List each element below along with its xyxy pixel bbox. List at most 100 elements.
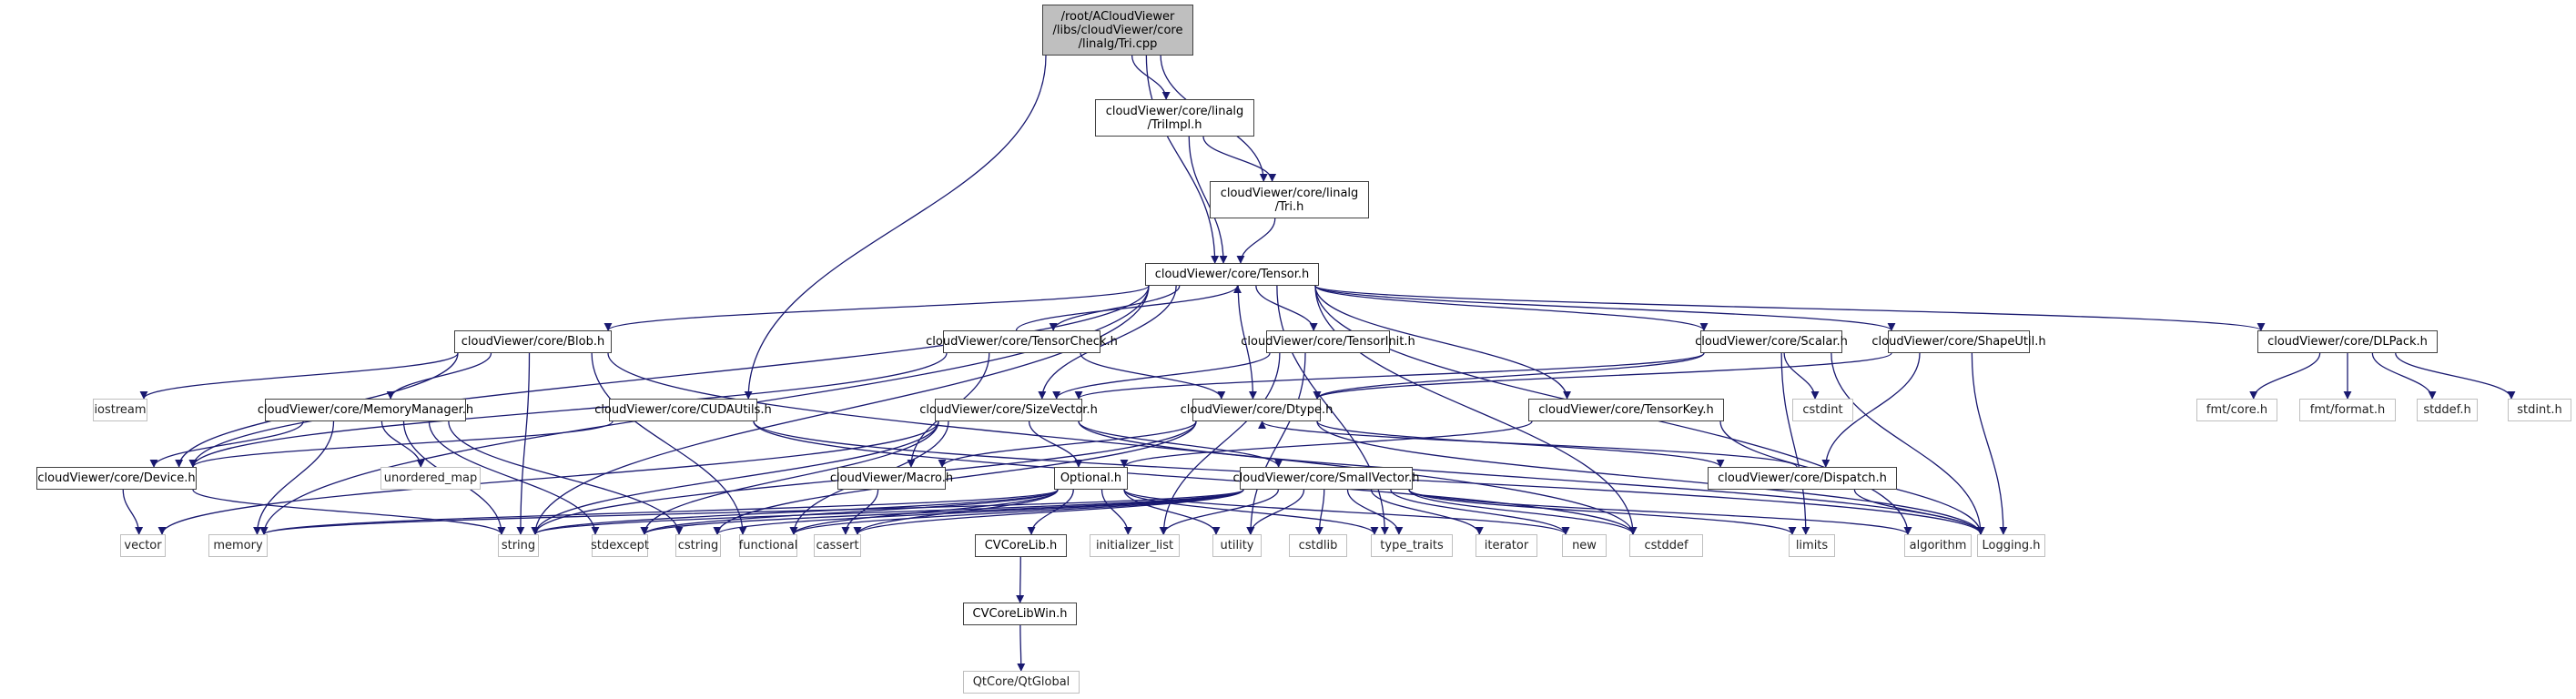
node-shapeutil-h[interactable]: cloudViewer/core/ShapeUtil.h bbox=[1871, 330, 2046, 353]
node-label: QtCore/QtGlobal bbox=[972, 675, 1070, 689]
edge-size_vector-to-stdexcept bbox=[640, 420, 939, 535]
node-label: stddef.h bbox=[2423, 403, 2471, 417]
node-dispatch-h[interactable]: cloudViewer/core/Dispatch.h bbox=[1708, 467, 1897, 490]
edge-device-to-string bbox=[192, 489, 506, 535]
node-label: iterator bbox=[1484, 539, 1529, 552]
node-optional-h[interactable]: Optional.h bbox=[1054, 467, 1128, 490]
node-cvcorelib-h[interactable]: CVCoreLib.h bbox=[975, 534, 1067, 557]
edge-cuda_utils-to-device bbox=[188, 420, 614, 468]
node-stdint-h: stdint.h bbox=[2508, 399, 2571, 421]
node-label: cloudViewer/core/Scalar.h bbox=[1695, 335, 1848, 349]
edge-blob-to-memory_manager bbox=[386, 352, 492, 400]
edge-small_vector-to-new bbox=[1390, 489, 1570, 535]
node-label: limits bbox=[1795, 539, 1829, 552]
node-unordered-map: unordered_map bbox=[380, 467, 481, 490]
node-utility: utility bbox=[1212, 534, 1262, 557]
node-label: iostream bbox=[94, 403, 147, 417]
edge-tensor-to-cstddef bbox=[1314, 285, 1638, 535]
node-label: vector bbox=[124, 539, 162, 552]
edge-scalar-to-size_vector bbox=[1074, 352, 1705, 400]
node-qtcore-qtglobal: QtCore/QtGlobal bbox=[963, 671, 1080, 694]
node-label: cstdlib bbox=[1298, 539, 1338, 552]
edge-scalar-to-dtype bbox=[1313, 352, 1705, 400]
node-tensorcheck-h[interactable]: cloudViewer/core/TensorCheck.h bbox=[926, 330, 1118, 353]
node-label: CVCoreLibWin.h bbox=[972, 607, 1068, 621]
edge-scalar-to-cstdint bbox=[1783, 352, 1820, 400]
node-memorymanager-h[interactable]: cloudViewer/core/MemoryManager.h bbox=[258, 399, 473, 421]
node-fmt-format-h: fmt/format.h bbox=[2299, 399, 2396, 421]
node-label: Logging.h bbox=[1982, 539, 2041, 552]
node-label: cloudViewer/core/TensorKey.h bbox=[1538, 403, 1714, 417]
node-device-h[interactable]: cloudViewer/core/Device.h bbox=[36, 467, 197, 490]
node-tensorkey-h[interactable]: cloudViewer/core/TensorKey.h bbox=[1528, 399, 1724, 421]
edge-small_vector-to-iterator bbox=[1370, 489, 1484, 535]
node-label: cstddef bbox=[1644, 539, 1689, 552]
node-dlpack-h[interactable]: cloudViewer/core/DLPack.h bbox=[2257, 330, 2438, 353]
edge-layer bbox=[122, 55, 2516, 672]
edge-small_vector-to-cstddef bbox=[1408, 489, 1638, 535]
edge-small_vector-to-utility bbox=[1246, 489, 1305, 535]
edge-small_vector-to-stdexcept bbox=[640, 489, 1244, 535]
node-label: memory bbox=[213, 539, 263, 552]
node-label: cloudViewer/core/Device.h bbox=[37, 471, 196, 485]
node-label: cloudViewer/core/ShapeUtil.h bbox=[1871, 335, 2046, 349]
node-label: utility bbox=[1220, 539, 1254, 552]
edge-tri_impl-to-tri_h bbox=[1202, 136, 1277, 182]
node-label: cloudViewer/core/Tensor.h bbox=[1154, 268, 1310, 281]
node-label: cloudViewer/core/TensorCheck.h bbox=[926, 335, 1118, 349]
edge-small_vector-to-cstdlib bbox=[1314, 489, 1325, 535]
edge-optional-to-new bbox=[1123, 489, 1570, 535]
edge-tensor-to-tensor_init bbox=[1255, 285, 1318, 331]
node-type-traits: type_traits bbox=[1371, 534, 1453, 557]
node-string: string bbox=[498, 534, 539, 557]
node-tensorinit-h[interactable]: cloudViewer/core/TensorInit.h bbox=[1241, 330, 1415, 353]
node-iterator: iterator bbox=[1476, 534, 1537, 557]
edge-small_vector-to-string bbox=[531, 489, 1244, 535]
node-smallvector-h[interactable]: cloudViewer/core/SmallVector.h bbox=[1232, 467, 1420, 490]
node-stdexcept: stdexcept bbox=[591, 534, 649, 557]
node-cudautils-h[interactable]: cloudViewer/core/CUDAUtils.h bbox=[594, 399, 772, 421]
node-label: cloudViewer/core/DLPack.h bbox=[2267, 335, 2428, 349]
edge-tensor_check-to-dtype bbox=[1080, 352, 1226, 400]
node-tri-cpp[interactable]: /root/ACloudViewer /libs/cloudViewer/cor… bbox=[1042, 5, 1193, 56]
node-label: new bbox=[1572, 539, 1597, 552]
edge-small_vector-to-algorithm bbox=[1408, 489, 1912, 535]
edge-tensor_init-to-initializer_list bbox=[1159, 352, 1281, 535]
node-functional: functional bbox=[739, 534, 797, 557]
node-blob-h[interactable]: cloudViewer/core/Blob.h bbox=[454, 330, 612, 353]
edge-shape_util-to-dispatch bbox=[1821, 352, 1921, 468]
edge-tensor-to-dlpack bbox=[1314, 285, 2266, 331]
node-label: unordered_map bbox=[383, 471, 478, 485]
edge-dtype-to-macro bbox=[938, 420, 1197, 468]
edge-tensor-to-type_traits bbox=[1276, 285, 1389, 535]
edge-dispatch-to-dtype bbox=[1258, 420, 1798, 468]
node-label: cloudViewer/core/SizeVector.h bbox=[919, 403, 1098, 417]
node-algorithm: algorithm bbox=[1904, 534, 1972, 557]
node-iostream: iostream bbox=[93, 399, 147, 421]
node-dtype-h[interactable]: cloudViewer/core/Dtype.h bbox=[1181, 399, 1333, 421]
edge-blob-to-iostream bbox=[139, 352, 459, 400]
edge-blob-to-cstddef bbox=[607, 352, 1638, 535]
node-label: cstring bbox=[677, 539, 719, 552]
edge-tensor-to-device bbox=[188, 285, 1150, 468]
node-macro-h[interactable]: cloudViewer/Macro.h bbox=[830, 467, 953, 490]
edge-dtype-to-logging bbox=[1316, 420, 1985, 535]
edge-optional-to-string bbox=[531, 489, 1059, 535]
node-sizevector-h[interactable]: cloudViewer/core/SizeVector.h bbox=[919, 399, 1098, 421]
node-label: algorithm bbox=[1909, 539, 1967, 552]
edge-tensor-to-dtype bbox=[1237, 285, 1257, 400]
edge-size_vector-to-vector bbox=[157, 420, 939, 535]
node-label: /root/ACloudViewer /libs/cloudViewer/cor… bbox=[1052, 9, 1183, 51]
edge-tri_cpp-to-cuda_utils bbox=[744, 55, 1047, 400]
edge-tensor-to-blob bbox=[603, 285, 1150, 331]
edge-optional-to-stdexcept bbox=[640, 489, 1059, 535]
edge-dlpack-to-stdint_h bbox=[2395, 352, 2516, 400]
node-label: cassert bbox=[816, 539, 859, 552]
node-triimpl-h[interactable]: cloudViewer/core/linalg /TriImpl.h bbox=[1095, 99, 1254, 137]
node-scalar-h[interactable]: cloudViewer/core/Scalar.h bbox=[1695, 330, 1848, 353]
edge-small_vector-to-memory bbox=[259, 489, 1244, 535]
node-label: initializer_list bbox=[1095, 539, 1174, 552]
node-cvcorelibwin-h[interactable]: CVCoreLibWin.h bbox=[963, 603, 1077, 625]
node-tri-h[interactable]: cloudViewer/core/linalg /Tri.h bbox=[1210, 181, 1369, 218]
node-tensor-h[interactable]: cloudViewer/core/Tensor.h bbox=[1145, 263, 1319, 286]
